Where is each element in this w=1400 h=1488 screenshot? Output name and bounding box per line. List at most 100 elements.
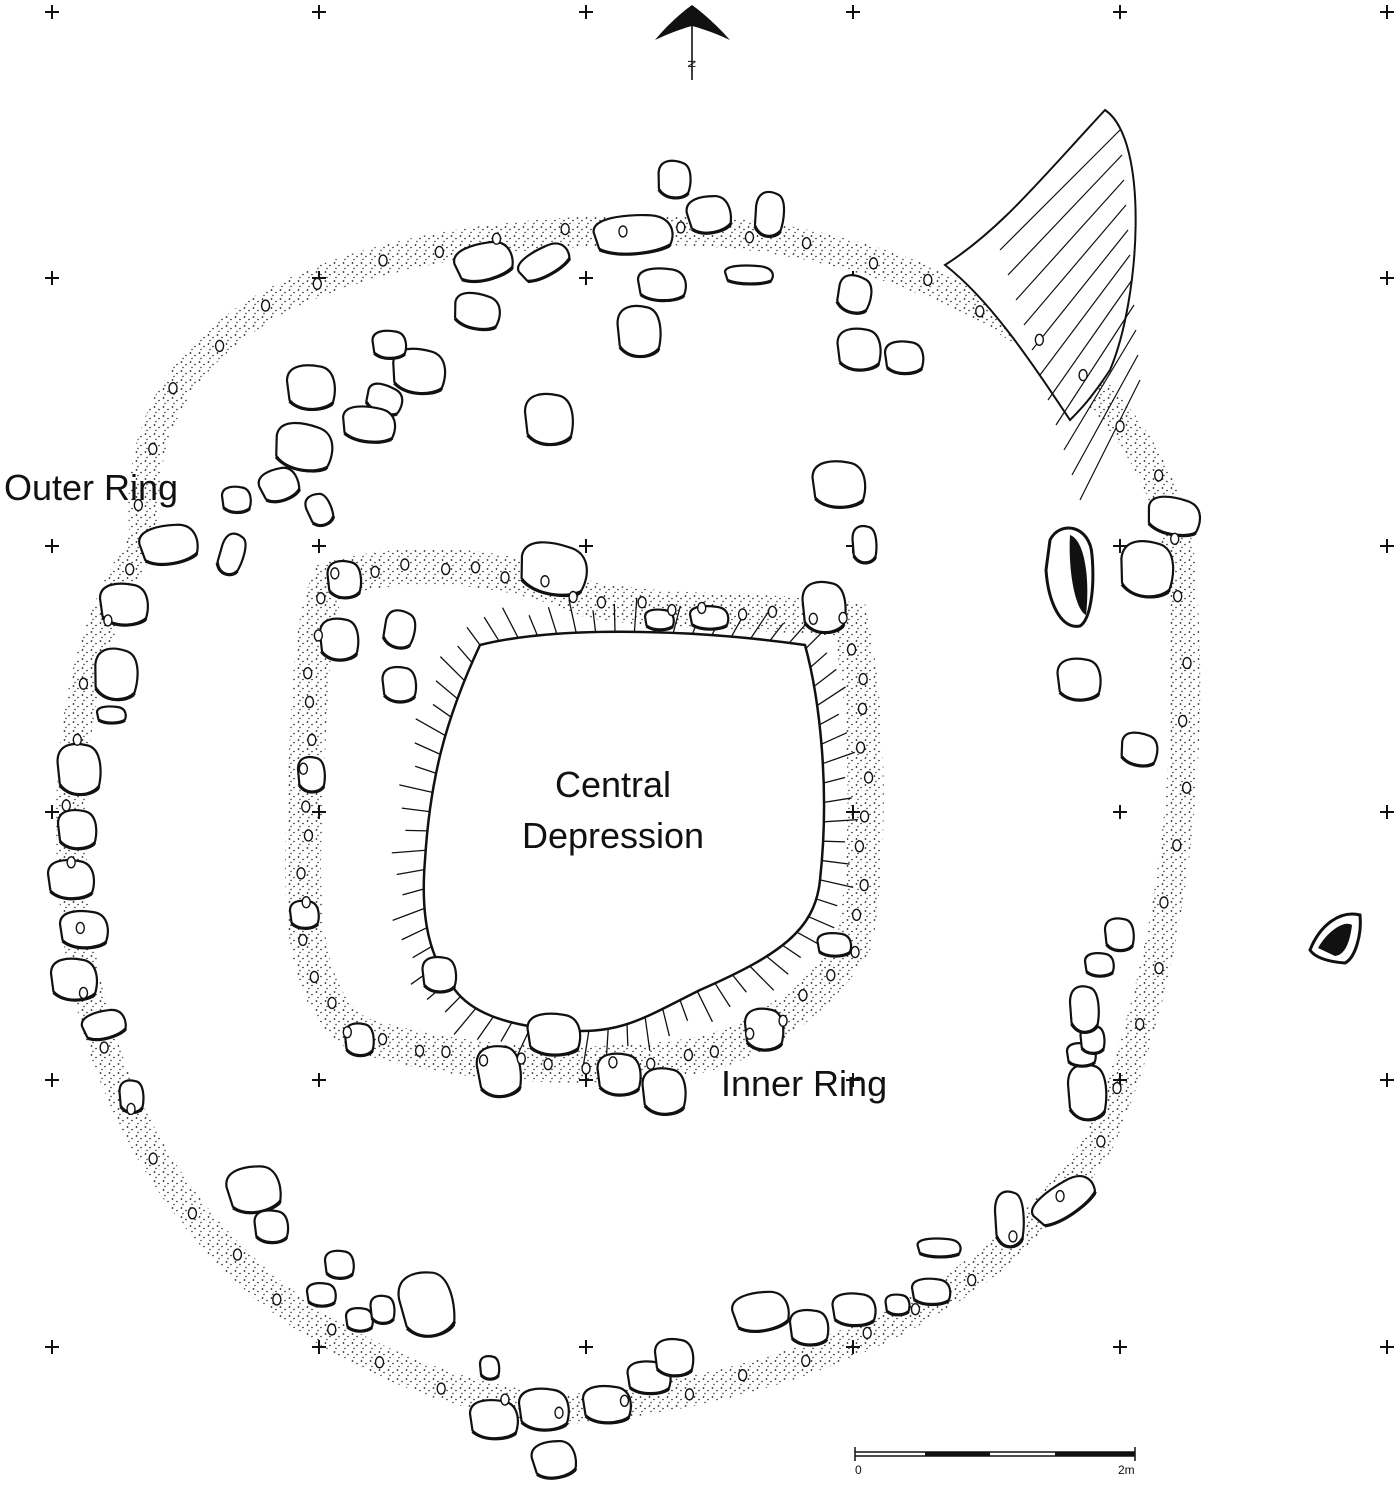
stone xyxy=(56,809,98,851)
pebble xyxy=(697,601,707,615)
stone xyxy=(1068,985,1100,1034)
stone xyxy=(653,1337,695,1378)
stone xyxy=(392,347,447,396)
stone xyxy=(526,1012,582,1057)
pebble xyxy=(374,1356,385,1369)
stone xyxy=(475,1045,522,1099)
ne-hatch-line xyxy=(1047,279,1133,401)
pebble xyxy=(478,1054,489,1067)
stone xyxy=(520,541,588,598)
stone xyxy=(1103,917,1135,953)
north-arrow-icon: N xyxy=(655,5,730,80)
stone xyxy=(831,1292,877,1328)
hachure-tick xyxy=(662,1008,671,1037)
grid-cross xyxy=(846,5,860,19)
stone xyxy=(1030,1175,1097,1228)
pebble xyxy=(126,1102,136,1116)
stone xyxy=(788,1308,830,1347)
stone xyxy=(916,1237,962,1259)
hachure-tick xyxy=(401,807,430,813)
scale-bar-start-label: 0 xyxy=(855,1463,862,1477)
pebble xyxy=(1135,1017,1145,1031)
pebble xyxy=(619,1394,630,1408)
stone xyxy=(94,647,139,702)
pebble xyxy=(298,762,309,775)
hachure-tick xyxy=(782,944,802,959)
hachure-tick xyxy=(568,599,577,633)
stone xyxy=(343,1022,375,1058)
pebble xyxy=(744,231,755,244)
ne-hatch-line xyxy=(1055,304,1135,426)
grid-cross xyxy=(1380,271,1394,285)
stone xyxy=(80,1008,128,1042)
pebble xyxy=(301,800,311,813)
pebble xyxy=(296,867,306,880)
grid-cross xyxy=(1113,5,1127,19)
hachure-tick xyxy=(714,982,731,1008)
stone xyxy=(341,405,397,444)
hachure-tick xyxy=(809,652,828,668)
stone xyxy=(381,609,417,650)
stone xyxy=(523,392,574,447)
pebble xyxy=(1008,1230,1018,1243)
pebble xyxy=(313,629,324,642)
pebble xyxy=(1153,469,1164,482)
pebble xyxy=(304,695,315,709)
stone xyxy=(49,957,99,1002)
stone xyxy=(516,242,572,284)
pebble xyxy=(307,733,317,747)
hachure-tick xyxy=(823,797,852,804)
stone xyxy=(753,190,786,238)
grid-cross xyxy=(579,271,593,285)
hachure-tick xyxy=(547,607,558,635)
ne-hatch-line xyxy=(1031,229,1129,351)
hachure-tick xyxy=(750,609,771,639)
stone xyxy=(285,364,336,412)
ne-hatch-line xyxy=(1071,354,1139,476)
inner-ring-label: Inner Ring xyxy=(721,1063,888,1104)
hachure-tick xyxy=(432,703,452,718)
pebble xyxy=(859,810,870,823)
stone xyxy=(731,1290,790,1333)
central-depression-label-line1: Central xyxy=(554,764,672,805)
pebble xyxy=(684,1388,695,1401)
hachure-tick xyxy=(582,1030,590,1065)
stone xyxy=(326,559,363,600)
pebble xyxy=(148,1152,158,1165)
stone xyxy=(816,932,853,958)
hachure-tick xyxy=(396,868,425,876)
hachure-tick xyxy=(605,1028,609,1057)
hachure-tick xyxy=(412,945,432,959)
grid-cross xyxy=(579,1340,593,1354)
pebble xyxy=(858,672,868,686)
pebble xyxy=(1159,896,1169,909)
grid-cross xyxy=(1380,1073,1394,1087)
east-dark-stone-shade xyxy=(1069,535,1088,615)
pebble xyxy=(1034,333,1045,347)
grid-cross xyxy=(1113,539,1127,553)
hachure-tick xyxy=(749,965,775,991)
pebble xyxy=(168,381,178,395)
pebble xyxy=(330,567,340,580)
pebble xyxy=(850,945,860,959)
pebble xyxy=(568,590,578,604)
pebble xyxy=(801,1354,811,1368)
stone xyxy=(95,705,127,725)
stone xyxy=(835,274,873,315)
grid-cross xyxy=(1380,539,1394,553)
pebble xyxy=(436,1382,446,1395)
stone xyxy=(657,159,692,200)
ne-hatch-line xyxy=(1063,329,1137,451)
stone xyxy=(836,327,882,372)
pebble xyxy=(808,612,818,625)
pebble xyxy=(862,1326,872,1340)
stone xyxy=(592,213,674,256)
hachure-tick xyxy=(414,765,437,774)
hachure-tick xyxy=(823,840,846,843)
stone xyxy=(1120,540,1175,599)
pebble xyxy=(923,273,933,287)
stone xyxy=(478,1355,501,1381)
pebble xyxy=(327,1323,337,1336)
grid-cross xyxy=(45,1073,59,1087)
stone xyxy=(530,1440,578,1480)
